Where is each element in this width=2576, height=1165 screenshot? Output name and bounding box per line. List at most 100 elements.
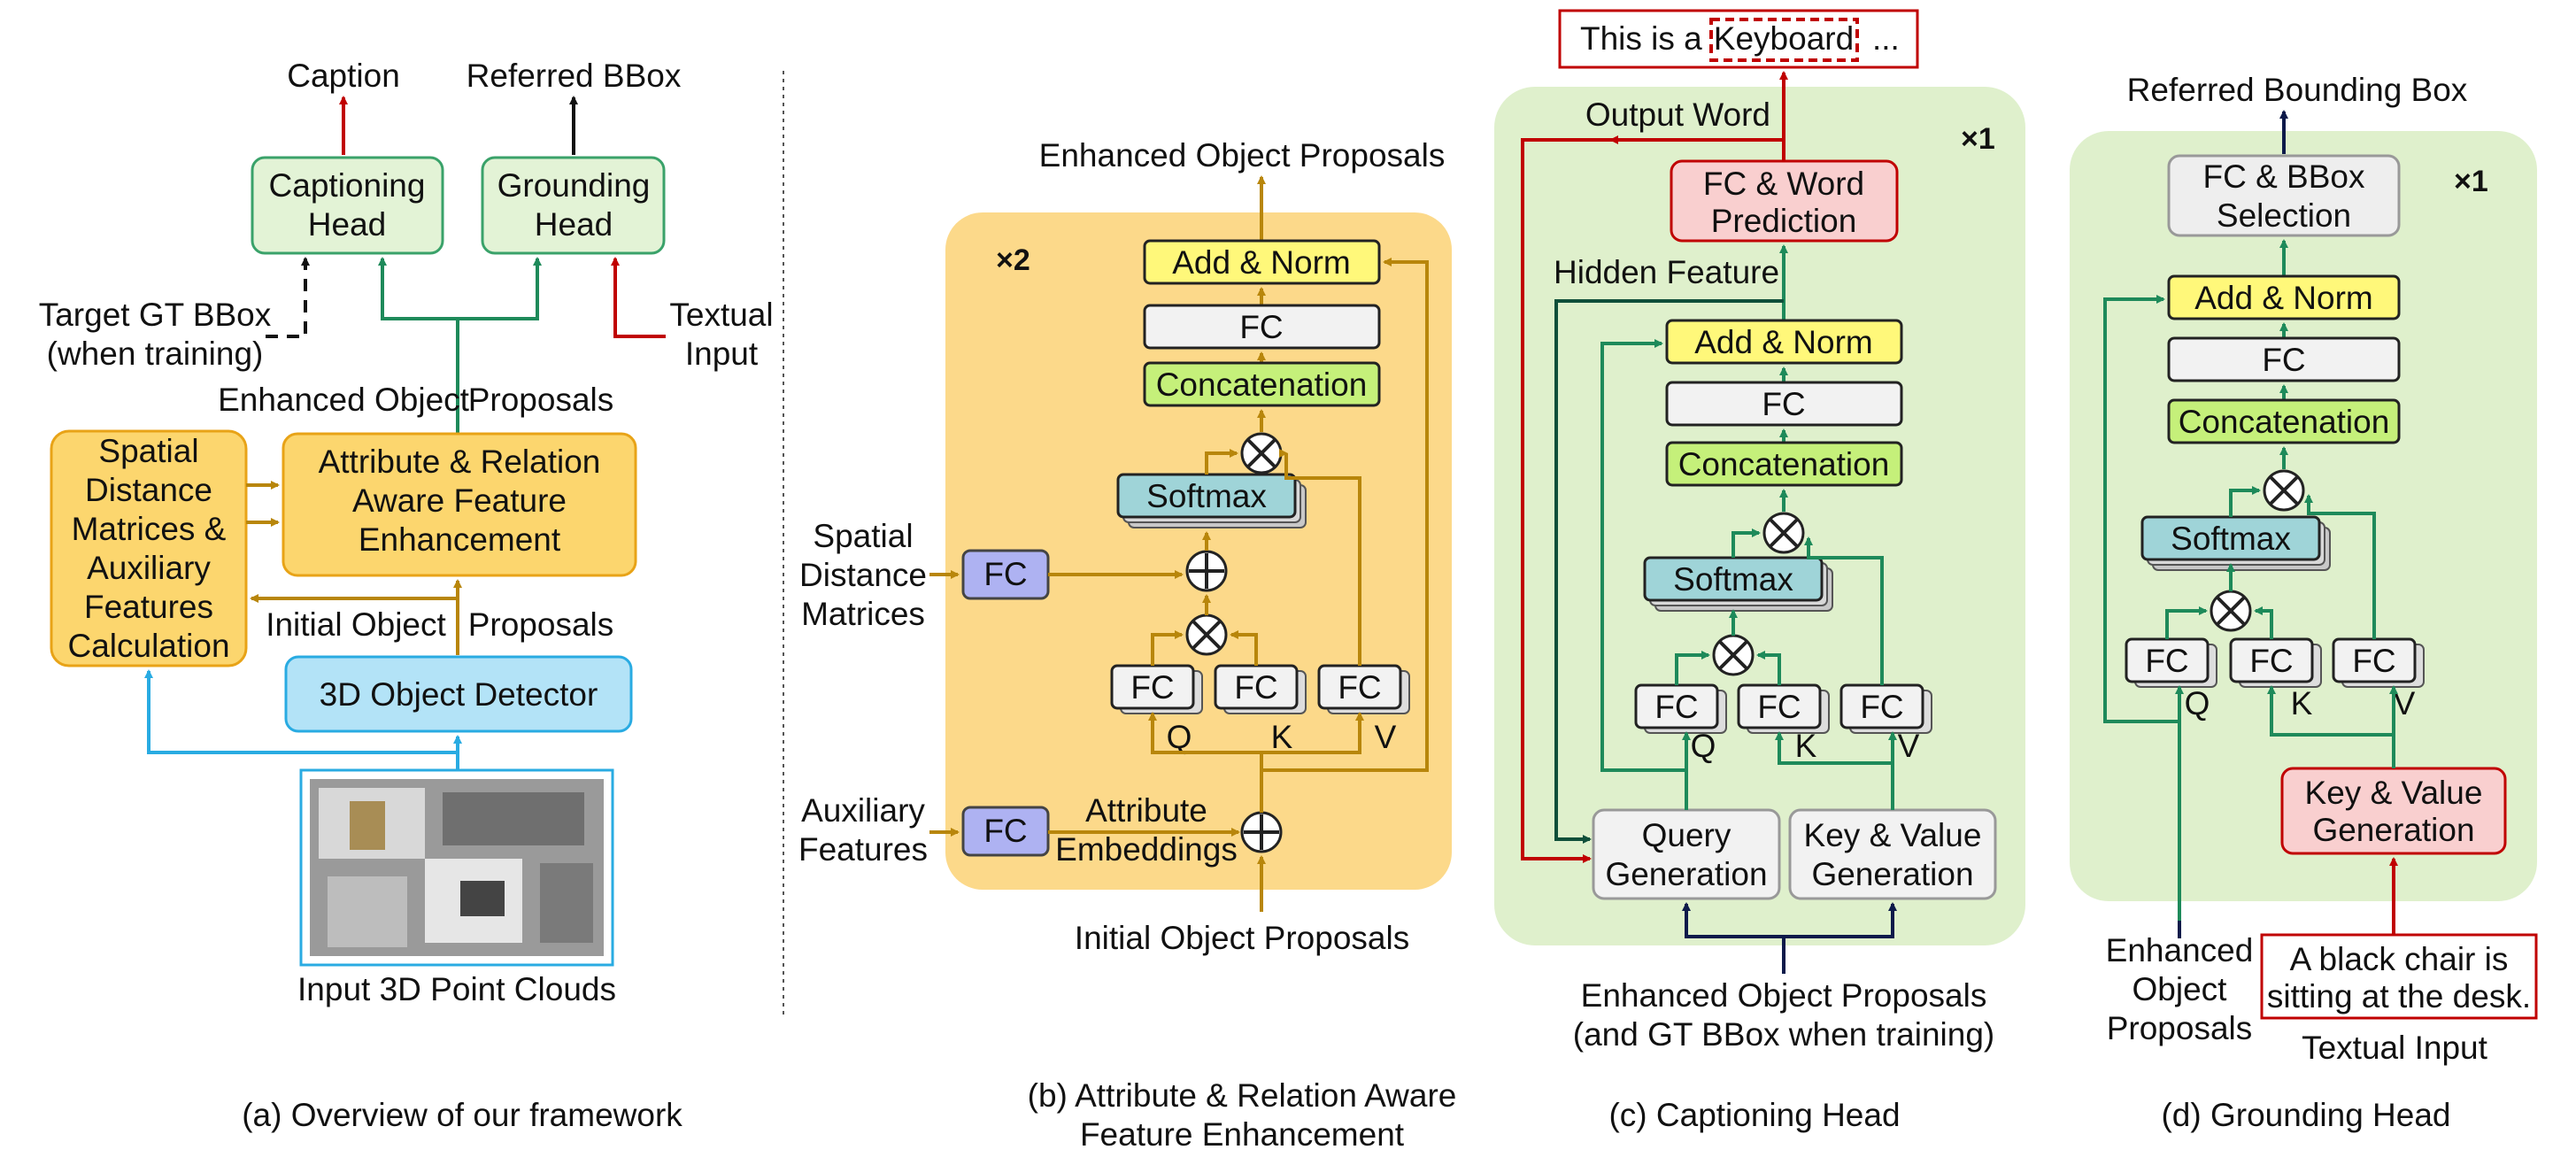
svg-text:Concatenation: Concatenation [1678,446,1890,482]
svg-text:A black chair is: A black chair is [2290,941,2509,977]
panel-d-fc-q: FC [2125,637,2217,688]
captioning-head-box: Captioning Head [251,156,444,255]
panel-c-v-label: V [1898,728,1920,764]
panel-b-aux-label-2: Features [798,831,928,868]
svg-text:FC: FC [2352,643,2395,679]
panel-d-fc-k: FC [2229,637,2322,688]
panel-c-sentence: This is a Keyboard ... [1558,9,1919,69]
panel-b-v-label: V [1375,719,1397,755]
panel-d-softmax: Softmax [2140,515,2331,571]
panel-b-aux-label-1: Auxiliary [801,792,925,829]
svg-text:Aware Feature: Aware Feature [352,482,567,519]
panel-b-repeat: ×2 [996,243,1030,277]
panel-d-top-label: Referred Bounding Box [2127,72,2468,108]
panel-a-caption: (a) Overview of our framework [242,1097,683,1133]
panel-b-top-label: Enhanced Object Proposals [1039,137,1446,174]
svg-text:Key & Value: Key & Value [2305,775,2483,811]
svg-text:FC & Word: FC & Word [1703,166,1864,202]
point-cloud-label: Input 3D Point Clouds [297,971,616,1007]
panel-d-multiply-mid [2210,590,2252,632]
panel-b-multiply-top [1240,432,1283,474]
svg-text:FC: FC [1860,689,1903,725]
svg-text:Head: Head [535,206,613,243]
svg-text:FC: FC [2262,342,2305,378]
svg-text:Enhancement: Enhancement [359,521,561,558]
panel-c-multiply-top [1762,512,1805,554]
svg-text:Head: Head [308,206,386,243]
panel-b-caption-2: Feature Enhancement [1080,1116,1405,1153]
panel-c-fc-q: FC [1634,683,1727,734]
panel-c-bottom-label-1: Enhanced Object Proposals [1581,977,1987,1014]
panel-b-fc-top: FC [1143,304,1381,350]
svg-text:FC: FC [1130,669,1174,706]
panel-c-hidden-feature-label: Hidden Feature [1554,254,1779,290]
svg-text:Softmax: Softmax [1673,561,1793,598]
panel-b-k-label: K [1271,719,1293,755]
textual-input-label-1: Textual [669,297,773,333]
panel-c-output-word: Keyboard [1714,20,1854,57]
panel-b-multiply-mid [1185,613,1228,656]
panel-b-attr-emb-2: Embeddings [1055,831,1238,868]
grounding-head-box: Grounding Head [481,156,666,255]
panel-c-k-label: K [1795,728,1817,764]
panel-b-fc-spatial: FC [961,549,1050,600]
panel-c-query-generation: Query Generation [1592,808,1781,900]
svg-text:Key & Value: Key & Value [1804,817,1982,853]
svg-text:Concatenation: Concatenation [2179,404,2390,440]
panel-d-add-norm: Add & Norm [2167,274,2401,320]
panel-c-output-word-label: Output Word [1585,96,1770,133]
panel-a-overview: Caption Referred BBox Captioning Head Gr… [39,58,774,1133]
panel-d-grounding-head: Referred Bounding Box ×1 FC & BBox Selec… [2070,72,2538,1133]
panel-c-fc-top: FC [1665,381,1903,427]
target-gt-label-2: (when training) [47,336,264,372]
svg-text:Generation: Generation [1605,856,1767,892]
panel-b-softmax: Softmax [1116,473,1307,528]
svg-text:FC: FC [1654,689,1698,725]
panel-d-textual-input-label: Textual Input [2302,1030,2488,1066]
svg-text:Prediction: Prediction [1711,203,1857,239]
panel-d-repeat: ×1 [2454,165,2488,198]
svg-text:FC & BBox: FC & BBox [2203,158,2365,195]
svg-text:FC: FC [983,813,1027,849]
svg-text:Generation: Generation [1811,856,1973,892]
referred-bbox-output-label: Referred BBox [467,58,682,94]
svg-text:...: ... [1872,20,1900,57]
svg-text:FC: FC [1234,669,1277,706]
panel-d-enhanced-label-3: Proposals [2107,1010,2253,1046]
svg-text:sitting at the desk.: sitting at the desk. [2267,978,2531,1015]
point-cloud-image [299,768,614,967]
svg-text:Captioning: Captioning [269,167,426,204]
svg-text:This is a: This is a [1580,20,1702,57]
svg-text:Distance: Distance [85,472,212,508]
panel-b-fc-k: FC [1214,664,1307,714]
panel-c-repeat: ×1 [1961,122,1995,156]
panel-d-q-label: Q [2185,685,2210,721]
panel-d-caption: (d) Grounding Head [2161,1097,2450,1133]
panel-c-kv-generation: Key & Value Generation [1788,808,1997,900]
enhanced-proposals-label-a1: Enhanced Object [218,382,470,418]
panel-b-concatenation: Concatenation [1143,361,1381,407]
panel-b-feature-enhancement: Enhanced Object Proposals ×2 Add & Norm … [798,137,1456,1153]
svg-text:FC: FC [1762,386,1805,422]
panel-b-add-bottom [1240,811,1283,853]
panel-b-fc-aux: FC [961,806,1050,857]
panel-d-sentence-box: A black chair is sitting at the desk. [2260,933,2538,1020]
svg-text:Softmax: Softmax [1146,478,1267,514]
panel-b-add-norm: Add & Norm [1143,239,1381,285]
panel-d-multiply-top [2263,469,2305,512]
panel-d-fc-top: FC [2167,336,2401,382]
svg-text:FC: FC [1239,309,1283,345]
svg-text:Generation: Generation [2312,812,2474,848]
caption-output-label: Caption [287,58,400,94]
svg-text:Matrices &: Matrices & [72,511,227,547]
svg-text:Calculation: Calculation [67,628,229,664]
panel-b-spatial-label-2: Distance [799,557,927,593]
panel-d-enhanced-label-1: Enhanced [2106,932,2254,968]
spatial-distance-box: Spatial Distance Matrices & Auxiliary Fe… [50,429,248,667]
panel-c-concatenation: Concatenation [1665,441,1903,487]
initial-proposals-label-a2: Proposals [468,606,614,643]
panel-b-add-circle [1185,550,1228,592]
panel-d-k-label: K [2291,685,2313,721]
panel-b-spatial-label-1: Spatial [813,518,913,554]
